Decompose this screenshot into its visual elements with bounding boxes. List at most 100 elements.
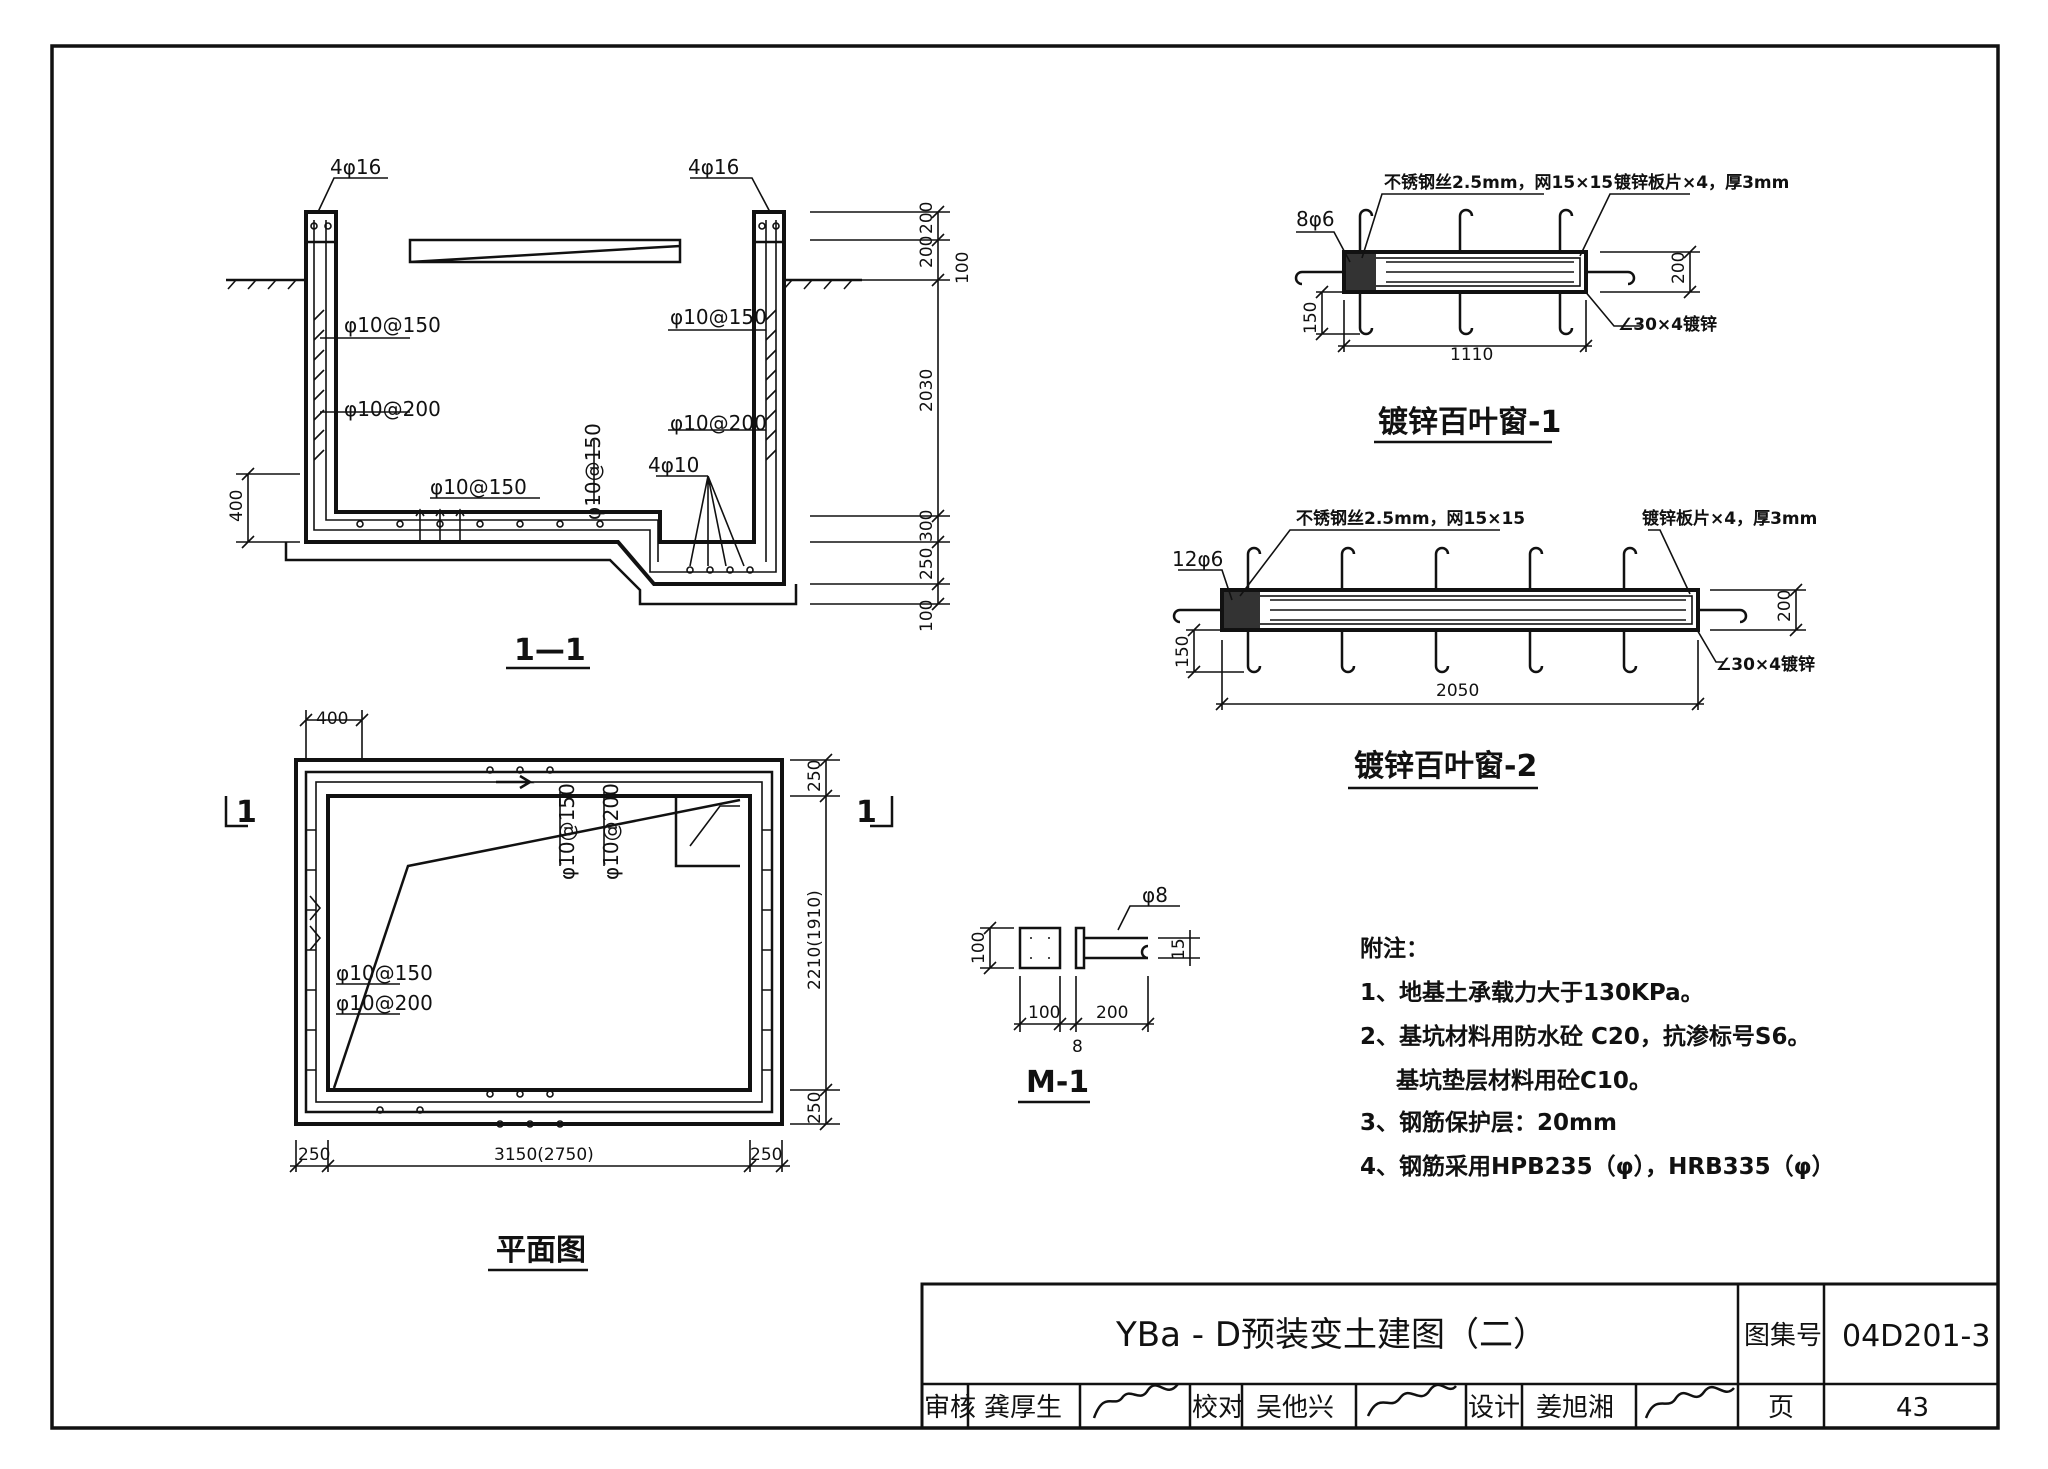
rebar-label: φ10@150 [555,783,579,880]
louver-opening [408,238,682,264]
wall-top-left [304,210,338,244]
atlas-number: 04D201-3 [1842,1319,1990,1354]
review-label: 审核 [924,1393,976,1423]
dim-text: 250 [805,1092,825,1124]
louver-1: 不锈钢丝2.5mm，网15×15 镀锌板片×4，厚3mm 8φ6 ∠30×4镀锌… [1294,172,1789,444]
rebar-label: φ10@150 [670,305,767,329]
atlas-label: 图集号 [1744,1321,1822,1351]
design-label: 设计 [1468,1393,1520,1423]
title-block: YBa - D预装变土建图（二） 图集号 04D201-3 审核 龚厚生 校对 … [920,1282,2000,1430]
wall-top-right [752,210,786,244]
section-mark: 1 [856,795,877,830]
ground-hatch-left [227,279,297,290]
dim-text: 250 [750,1145,782,1165]
louver-label: 12φ6 [1172,547,1223,571]
note-item: 3、钢筋保护层：20mm [1360,1109,1617,1136]
dim-text: 400 [227,490,247,522]
rebar-label: φ10@200 [344,397,441,421]
plan-wall-inner [304,770,774,1114]
louver-label: 不锈钢丝2.5mm，网15×15 [1384,172,1613,193]
section-mark: 1 [236,795,257,830]
louver-label: ∠30×4镀锌 [1618,314,1717,335]
dim-text: 3150(2750) [494,1145,594,1165]
rebar-label: φ10@150 [336,961,433,985]
dim-text: 250 [917,548,937,580]
plan-view: φ10@150 φ10@200 φ10@150 φ10@200 1 1 400 … [224,709,894,1272]
louver-title: 镀锌百叶窗-1 [1378,405,1561,440]
dim-text: 200 [917,202,937,234]
louver-label: 不锈钢丝2.5mm，网15×15 [1296,508,1525,529]
dim-text: 250 [298,1145,330,1165]
plan-pit [674,796,740,868]
dim-text: 200 [917,236,937,268]
rebar-label: φ10@200 [336,991,433,1015]
dim-text: 300 [917,510,937,542]
dim-text: 200 [1096,1003,1128,1023]
designer-name: 姜旭湘 [1536,1393,1614,1423]
rebar-label: φ10@200 [670,411,767,435]
dim-text: 200 [1669,252,1689,284]
dim-text: 200 [1775,590,1795,622]
check-label: 校对 [1192,1393,1244,1423]
plan-outer [294,758,784,1126]
dim-text: 150 [1173,636,1193,668]
dim-text: 1110 [1450,345,1493,365]
rebar-inner [313,220,777,573]
rebar-label: 4φ10 [648,453,699,477]
cushion-layer [284,542,798,606]
dim-text: 250 [805,760,825,792]
note-item: 4、钢筋采用HPB235（φ），HRB335（φ） [1360,1153,1835,1180]
rebar-label: φ10@150 [430,475,527,499]
mesh-hatch [1346,254,1376,290]
note-item: 基坑垫层材料用砼C10。 [1396,1067,1652,1094]
m1-label: φ8 [1142,883,1168,907]
plan-inner [326,794,752,1092]
m1-plate [1018,926,1062,970]
rebar-label: 4φ16 [688,155,739,179]
page-number: 43 [1896,1393,1929,1423]
louver-label: ∠30×4镀锌 [1716,654,1815,675]
section-1-1: 4φ16 4φ16 φ10@150 φ10@150 φ10@200 φ10@20… [226,155,973,670]
rebar-label: φ10@200 [599,783,623,880]
note-item: 2、基坑材料用防水砼 C20，抗渗标号S6。 [1360,1023,1810,1050]
louver-label: 8φ6 [1296,207,1335,231]
dim-text: 100 [953,252,973,284]
rebar-label: 4φ16 [330,155,381,179]
notes-heading: 附注： [1360,935,1429,962]
louver-label: 镀锌板片×4，厚3mm [1642,508,1817,529]
rebar-label: φ10@150 [344,313,441,337]
m1-title: M-1 [1026,1065,1089,1100]
louver-2: 不锈钢丝2.5mm，网15×15 镀锌板片×4，厚3mm 12φ6 ∠30×4镀… [1172,508,1817,790]
dim-text: 2210(1910) [805,890,825,990]
plan-slope-line [332,798,741,1089]
checker-name: 吴他兴 [1256,1393,1334,1423]
drawing-title: YBa - D预装变土建图（二） [1115,1315,1547,1355]
reviewer-signature [1092,1383,1179,1419]
sheet-border [50,44,2000,1430]
louver-label: 镀锌板片×4，厚3mm [1614,172,1789,193]
louver-title: 镀锌百叶窗-2 [1354,749,1537,784]
dim-text: 150 [1301,302,1321,334]
plan-title: 平面图 [496,1233,586,1268]
dim-text: 8 [1072,1037,1083,1057]
dim-text: 15 [1169,938,1189,960]
dim-text: 100 [969,932,989,964]
reviewer-name: 龚厚生 [984,1393,1062,1423]
note-item: 1、地基土承载力大于130KPa。 [1360,980,1704,1006]
ground-hatch-right [783,279,853,290]
title-block-frame [920,1282,2000,1430]
checker-signature [1366,1383,1457,1417]
notes: 附注： 1、地基土承载力大于130KPa。 2、基坑材料用防水砼 C20，抗渗标… [1360,935,1835,1180]
mesh-hatch [1224,592,1260,628]
m1-detail: φ8 100 15 100 200 8 M-1 [969,883,1200,1104]
dim-text: 100 [917,600,937,632]
dim-text: 100 [1028,1003,1060,1023]
section-title: 1—1 [514,633,586,668]
rebar-label: φ10@150 [581,423,605,520]
page-label: 页 [1768,1393,1794,1423]
designer-signature [1644,1385,1735,1419]
dim-text: 400 [316,709,348,729]
dim-text: 2050 [1436,681,1479,701]
dim-text: 2030 [917,369,937,412]
